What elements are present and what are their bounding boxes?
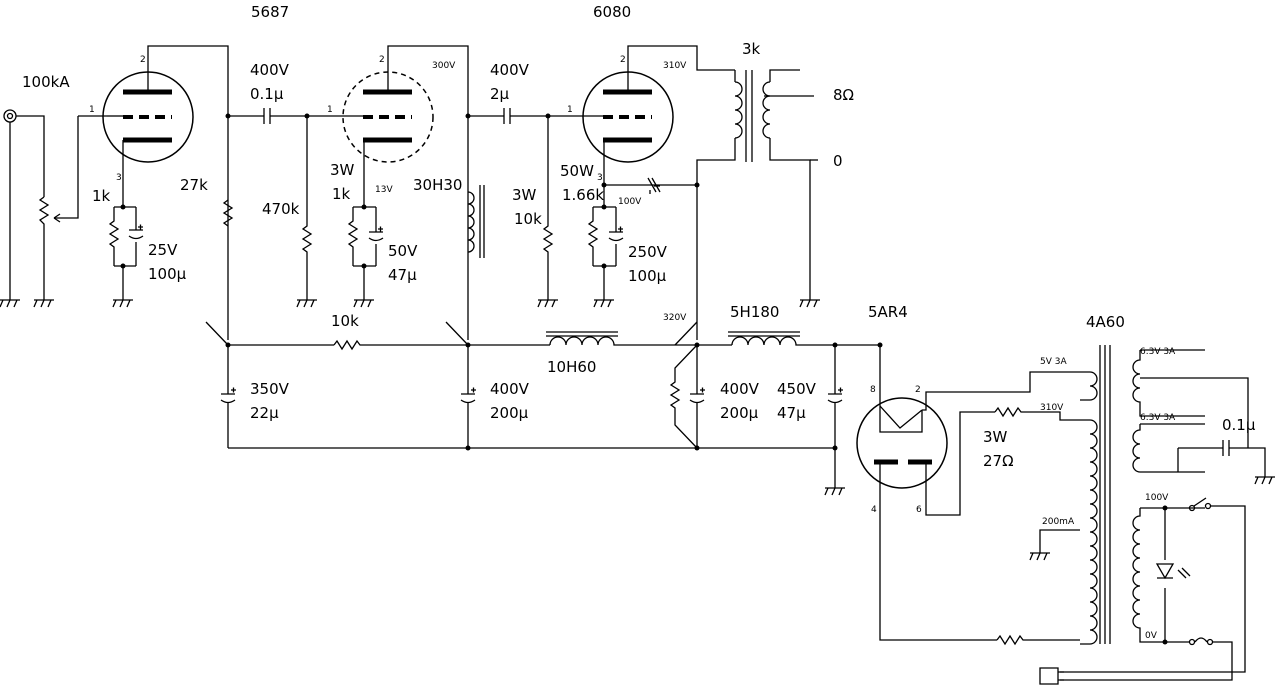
output-cathode-r-label: 1.66k (562, 186, 604, 204)
ground-power-ct (1029, 552, 1050, 561)
stage1-bypass-c-label: 100µ (148, 265, 187, 283)
ground-470k (296, 299, 317, 308)
output-bypass-c-label: 100µ (628, 267, 667, 285)
pin-label: 6 (916, 505, 922, 515)
ground-stage2-cathode (353, 299, 374, 308)
pin-label: 3 (597, 173, 603, 183)
cap1-v-label: 350V (250, 380, 290, 398)
cap1-c-label: 22µ (250, 404, 279, 422)
rectifier-tube (856, 345, 1080, 641)
stage2-plate-volt-label: 300V (432, 61, 456, 71)
power-transformer-label: 4A60 (1086, 313, 1125, 331)
pin-label: 1 (327, 105, 333, 115)
stage1-bypass-v-label: 25V (148, 241, 178, 259)
power-63a-label: 6.3V 3A (1140, 347, 1176, 357)
stage1-coupling-v-label: 400V (250, 61, 290, 79)
tube-v1-section-b (329, 45, 469, 340)
stage1-plate-r-label: 27k (180, 176, 208, 194)
cap3-c-label: 200µ (720, 404, 759, 422)
cap4-v-label: 450V (777, 380, 817, 398)
cap3-v-label: 400V (720, 380, 760, 398)
supply-r-10k-label: 10k (331, 312, 359, 330)
stage2-coupling-v-label: 400V (490, 61, 530, 79)
rectifier-label: 5AR4 (868, 303, 908, 321)
cap2-v-label: 400V (490, 380, 530, 398)
stage2-cathode-network (347, 204, 384, 300)
stage1-coupling-cap (228, 108, 329, 124)
ground-output-grid (537, 299, 558, 308)
stage1-grid-r-label: 470k (262, 200, 300, 218)
input-jack (3, 109, 45, 300)
output-transformer-label: 3k (742, 40, 761, 58)
power-5v-label: 5V 3A (1040, 357, 1067, 367)
power-r-val-label: 27Ω (983, 452, 1014, 470)
choke2-label: 5H180 (730, 303, 779, 321)
input-pot-label: 100kA (22, 73, 70, 91)
output-cathode-network (587, 177, 700, 300)
power-transformer (1039, 345, 1266, 685)
output-tap-8-label: 8Ω (833, 86, 854, 104)
stage2-cathode-r-label: 1k (332, 185, 351, 203)
ground-heater (1254, 476, 1275, 485)
output-grid-resistor (542, 116, 554, 300)
stage2-bypass-c-label: 47µ (388, 266, 417, 284)
tube-v2-label: 6080 (593, 3, 631, 21)
pin-label: 2 (915, 385, 921, 395)
pin-label: 2 (620, 55, 626, 65)
stage2-cathode-w-label: 3W (330, 161, 355, 179)
output-plate-volt-label: 310V (663, 61, 687, 71)
filter-cap-4 (827, 345, 843, 448)
pin-label: 1 (567, 105, 573, 115)
stage2-choke-label: 30H30 (413, 176, 462, 194)
filter-cap-2 (460, 345, 476, 448)
output-bypass-v-label: 250V (628, 243, 668, 261)
ground-supply (824, 487, 845, 496)
stage2-grid-r-label: 10k (514, 210, 542, 228)
volume-pot (38, 116, 79, 300)
pin-label: 3 (116, 173, 122, 183)
stage2-grid-w-label: 3W (512, 186, 537, 204)
ground-volume-pot (33, 299, 54, 308)
power-100v-label: 100V (1145, 493, 1169, 503)
stage1-cathode-r-label: 1k (92, 187, 111, 205)
supply-320v-label: 320V (663, 313, 687, 323)
pin-label: 2 (379, 55, 385, 65)
rectifier-plate-resistor (994, 406, 1080, 646)
power-63b-label: 6.3V 3A (1140, 413, 1176, 423)
stage2-bypass-v-label: 50V (388, 242, 418, 260)
output-tap-0-label: 0 (833, 152, 843, 170)
filter-cap-1 (220, 345, 236, 448)
bleeder-network (669, 344, 705, 449)
pin-label: 8 (870, 385, 876, 395)
power-ct-ma-label: 200mA (1042, 517, 1075, 527)
tube-v2 (582, 45, 735, 207)
tube-v1-section-a (102, 45, 229, 340)
stage2-cathode-volt-label: 13V (375, 185, 393, 195)
ground-input-jack (0, 299, 20, 308)
stage1-coupling-c-label: 0.1µ (250, 85, 284, 103)
heater-cap-label: 0.1µ (1222, 416, 1256, 434)
output-cathode-volt-label: 100V (618, 197, 642, 207)
tube-v1-label: 5687 (251, 3, 289, 21)
stage2-coupling-c-label: 2µ (490, 85, 510, 103)
ground-output-cathode (593, 299, 614, 308)
pin-label: 4 (871, 505, 877, 515)
ground-stage1-cathode (112, 299, 133, 308)
pin-label: 1 (89, 105, 95, 115)
power-r-w-label: 3W (983, 428, 1008, 446)
output-transformer (696, 69, 818, 340)
stage2-grid-resistor-470k (301, 116, 313, 300)
power-0v-label: 0V (1145, 631, 1158, 641)
stage1-cathode-network (108, 204, 144, 300)
power-310v-label: 310V (1040, 403, 1064, 413)
choke1-label: 10H60 (547, 358, 596, 376)
output-cathode-w-label: 50W (560, 162, 594, 180)
pin-label: 2 (140, 55, 146, 65)
ground-output-transformer (799, 299, 820, 308)
cap4-c-label: 47µ (777, 404, 806, 422)
cap2-c-label: 200µ (490, 404, 529, 422)
